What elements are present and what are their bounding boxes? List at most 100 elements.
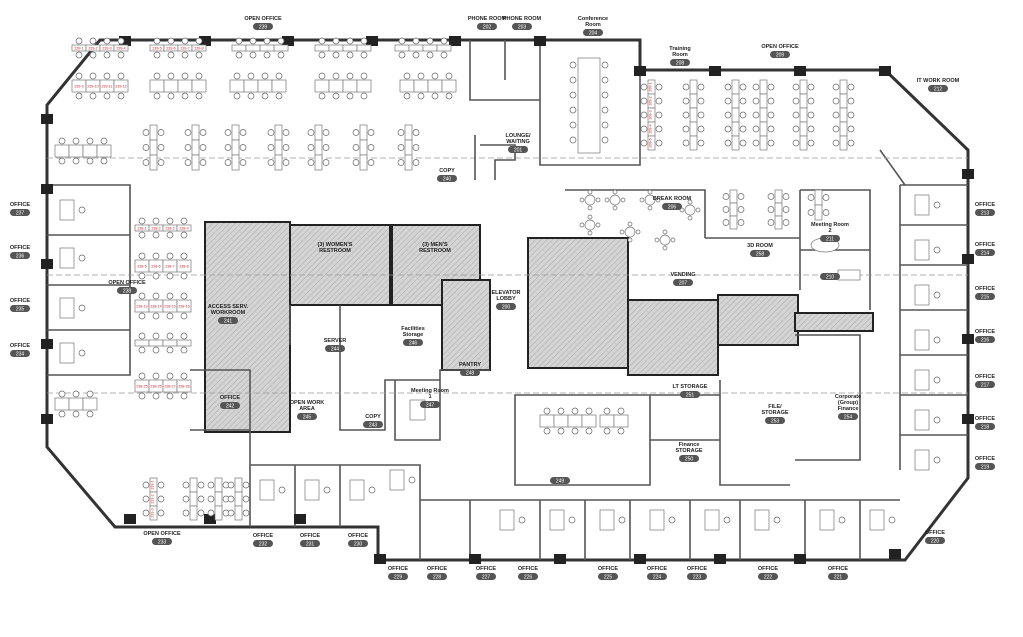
desk — [553, 414, 569, 428]
office-desk — [914, 194, 930, 216]
chair — [792, 111, 800, 119]
desk — [134, 339, 150, 347]
room-number: 214 — [981, 250, 990, 256]
chair — [180, 217, 188, 225]
room-name: OFFICE — [828, 566, 848, 572]
desk — [245, 44, 261, 52]
desk — [774, 202, 783, 217]
chair — [166, 372, 174, 380]
desk-label: 238-26 — [150, 384, 161, 388]
desk — [234, 505, 243, 521]
chair — [86, 157, 94, 165]
chair — [682, 97, 690, 105]
chair — [933, 416, 941, 424]
desk-label: 238-16 — [178, 304, 189, 308]
room-number-badge — [770, 51, 790, 58]
column — [962, 334, 974, 344]
chair — [752, 125, 760, 133]
room-name: OFFICE — [647, 566, 667, 572]
room-number: 236 — [16, 253, 25, 259]
desk-label: 209-4 — [649, 124, 653, 133]
chair — [679, 207, 685, 213]
desk — [54, 397, 70, 411]
desk — [271, 79, 287, 93]
chair — [138, 217, 146, 225]
room-number: 207 — [679, 280, 688, 286]
round-table — [684, 204, 696, 216]
chair — [58, 390, 66, 398]
column — [199, 36, 211, 46]
desk — [356, 79, 372, 93]
room-number-badge — [598, 573, 618, 580]
room-name: OFFICE — [975, 286, 995, 292]
chair — [601, 76, 609, 84]
desk — [54, 144, 70, 158]
chair — [78, 304, 86, 312]
chair — [157, 481, 165, 489]
chair — [847, 125, 855, 133]
chair — [152, 312, 160, 320]
chair — [181, 92, 189, 100]
room-number-badge — [297, 413, 317, 420]
column — [879, 66, 891, 76]
chair — [426, 51, 434, 59]
room-number-badge — [388, 573, 408, 580]
room-name: OFFICE — [975, 202, 995, 208]
desk — [189, 477, 198, 493]
desk — [839, 107, 848, 123]
chair — [767, 125, 775, 133]
chair — [767, 193, 775, 200]
chair — [739, 83, 747, 91]
chair — [89, 92, 97, 100]
womens-restroom — [289, 224, 391, 306]
room-number-badge — [820, 235, 840, 242]
column — [634, 554, 646, 564]
desk — [149, 505, 158, 521]
chair — [445, 92, 453, 100]
chair — [737, 219, 745, 226]
room-number: 247 — [426, 402, 435, 408]
chair — [557, 407, 565, 415]
desk — [599, 414, 615, 428]
desk — [273, 44, 289, 52]
chair — [367, 159, 375, 166]
chair — [142, 495, 150, 503]
column — [119, 36, 131, 46]
desk — [647, 135, 656, 151]
chair — [360, 92, 368, 100]
chair — [724, 139, 732, 147]
chair — [933, 246, 941, 254]
chair — [282, 159, 290, 166]
desk — [314, 44, 330, 52]
room-name: LOUNGE/ — [505, 133, 531, 139]
conference-table — [577, 57, 601, 154]
chair — [838, 516, 846, 524]
chair — [267, 144, 275, 151]
chair — [397, 129, 405, 136]
office-desk — [59, 247, 75, 269]
column — [962, 254, 974, 264]
desk — [839, 121, 848, 137]
room-number-badge — [670, 59, 690, 66]
chair — [180, 272, 188, 280]
chair — [318, 72, 326, 80]
column — [374, 554, 386, 564]
room-number-badge — [518, 573, 538, 580]
desk — [234, 491, 243, 507]
chair — [687, 199, 693, 205]
room-name: Storage — [403, 332, 423, 338]
chair — [697, 83, 705, 91]
room-name: RESTROOM — [419, 248, 451, 254]
chair — [86, 410, 94, 418]
chair — [72, 410, 80, 418]
desk — [177, 79, 193, 93]
office-desk — [59, 297, 75, 319]
desk — [799, 121, 808, 137]
chair — [138, 272, 146, 280]
chair — [103, 92, 111, 100]
chair — [654, 237, 660, 243]
